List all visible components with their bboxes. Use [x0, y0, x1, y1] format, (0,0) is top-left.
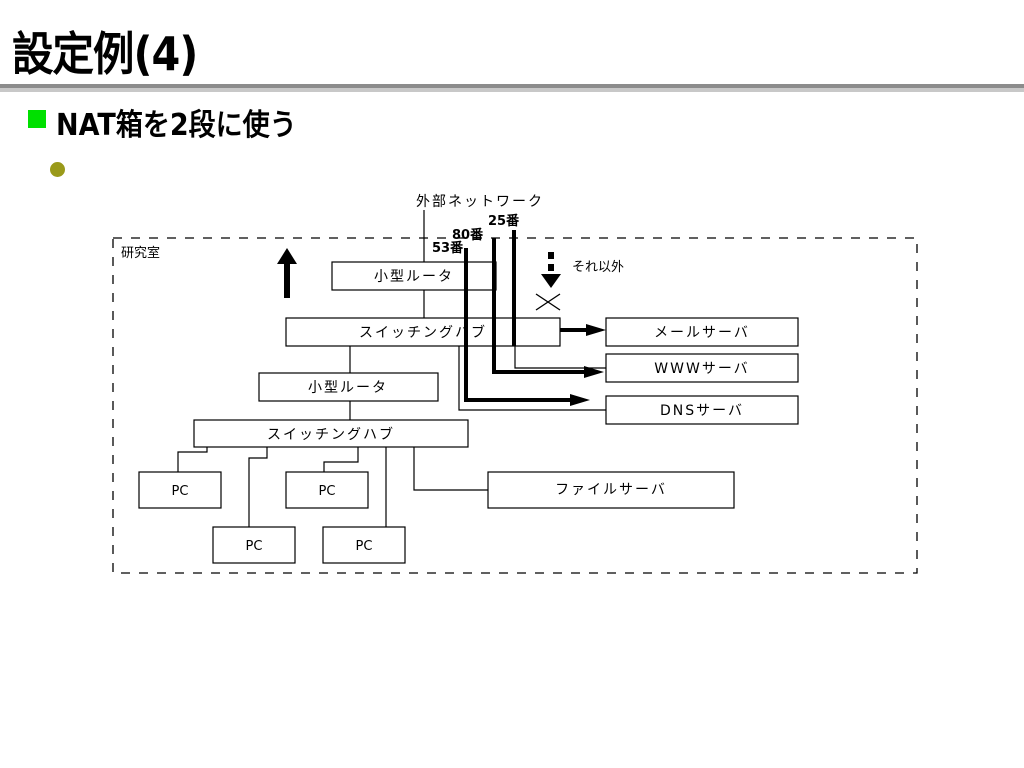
pc-box — [212, 526, 296, 564]
other-traffic-label: それ以外 — [572, 260, 624, 275]
arrow-head-dns-icon — [570, 394, 590, 406]
arrow-head-mail-icon — [586, 324, 606, 336]
upper-switch-label: スイッチングハブ — [359, 324, 487, 341]
title-rule-light — [0, 88, 1024, 92]
www-server-box — [605, 353, 799, 383]
green-square-bullet-icon — [28, 110, 46, 128]
port-forward-overlay — [464, 262, 516, 346]
port-25-label: 25番 — [488, 213, 520, 229]
slide-title: 設定例(4) — [12, 27, 198, 81]
external-network-label: 外部ネットワーク — [416, 194, 544, 210]
lab-label: 研究室 — [121, 245, 160, 261]
pc-box — [138, 471, 222, 509]
lower-router-label: 小型ルータ — [308, 380, 388, 396]
port-53-label: 53番 — [432, 240, 464, 256]
pc-label: PC — [172, 484, 189, 499]
mail-server-label: メールサーバ — [654, 325, 750, 341]
file-server-label: ファイルサーバ — [555, 482, 667, 498]
port-forward-lines — [464, 230, 590, 402]
lower-router-box — [258, 372, 439, 402]
lower-switch-box — [193, 419, 469, 448]
port-80-label: 80番 — [452, 227, 484, 243]
file-server-box — [487, 471, 735, 509]
pc-box — [285, 471, 369, 509]
bullet-text: NAT箱を2段に使う — [56, 108, 297, 143]
pc-label: PC — [246, 539, 263, 554]
title-rule — [0, 84, 1024, 92]
pc-label: PC — [356, 539, 373, 554]
topology-lines — [177, 290, 606, 527]
lower-switch-label: スイッチングハブ — [267, 426, 395, 443]
pc-label: PC — [319, 484, 336, 499]
title-rule-dark — [0, 84, 1024, 88]
upper-router-box — [331, 261, 497, 291]
port-80-path — [492, 238, 588, 374]
arrow-head-www-icon — [584, 366, 604, 378]
pc-box — [322, 526, 406, 564]
sub-bullet-dot-icon — [50, 162, 65, 177]
blocked-inbound-icon — [535, 252, 561, 311]
dns-server-box — [605, 395, 799, 425]
www-server-label: WWWサーバ — [654, 361, 749, 377]
mail-server-box — [605, 317, 799, 347]
dns-server-label: DNSサーバ — [660, 403, 744, 419]
upper-router-label: 小型ルータ — [374, 269, 454, 285]
bullet-item: NAT箱を2段に使う — [28, 100, 323, 144]
outbound-arrow-icon — [277, 248, 297, 298]
arrowheads — [570, 324, 606, 406]
